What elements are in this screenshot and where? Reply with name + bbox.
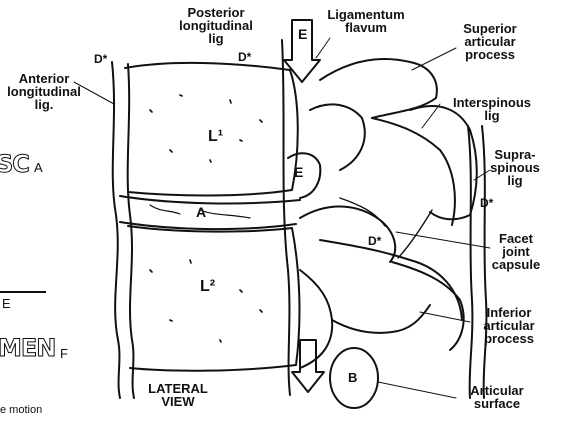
side-text-sc: SC [0, 150, 29, 178]
label-articular-surface: Articular surface [452, 384, 542, 410]
label-posterior-longitudinal-lig: Posterior longitudinal lig [170, 6, 262, 45]
marker-l2: L² [200, 278, 215, 296]
side-text-men-sub: F [60, 346, 68, 361]
vertebral-body-l2 [128, 226, 299, 371]
marker-d-star-right: D* [480, 196, 493, 210]
marker-d-star-top-left: D* [94, 52, 107, 66]
label-ligamentum-flavum: Ligamentum flavum [320, 8, 412, 34]
marker-d-star-top: D* [238, 50, 251, 64]
marker-d-star-middle: D* [368, 234, 381, 248]
marker-l1: L¹ [208, 128, 223, 146]
label-superior-articular-process: Superior articular process [450, 22, 530, 61]
spinous-process-upper [410, 106, 477, 219]
label-anterior-longitudinal-lig: Anterior longitudinal lig. [2, 72, 86, 111]
marker-e-middle: E [294, 164, 303, 180]
posterior-longitudinal-ligament [282, 40, 290, 395]
label-supraspinous-lig: Supra- spinous lig [480, 148, 550, 187]
label-lateral-view: LATERAL VIEW [138, 382, 218, 408]
arrow-bottom [292, 340, 324, 392]
side-text-bottom-partial: e motion [0, 404, 42, 416]
label-facet-joint-capsule: Facet joint capsule [476, 232, 556, 271]
inferior-articular-process [320, 240, 462, 320]
side-text-e-sub: E [2, 296, 11, 311]
anterior-longitudinal-ligament [112, 62, 120, 398]
side-text-men: MEN [0, 334, 55, 362]
marker-b-bottom: B [348, 370, 357, 385]
side-text-sc-sub: A [34, 160, 43, 175]
label-inferior-articular-process: Inferior articular process [466, 306, 552, 345]
spinous-process-lower [392, 262, 464, 350]
marker-e-top: E [298, 26, 307, 42]
marker-a-disc: A [196, 204, 206, 220]
intervertebral-disc [120, 196, 300, 203]
label-interspinous-lig: Interspinous lig [442, 96, 542, 122]
supraspinous-ligament [468, 126, 472, 398]
superior-articular-process [320, 59, 437, 118]
